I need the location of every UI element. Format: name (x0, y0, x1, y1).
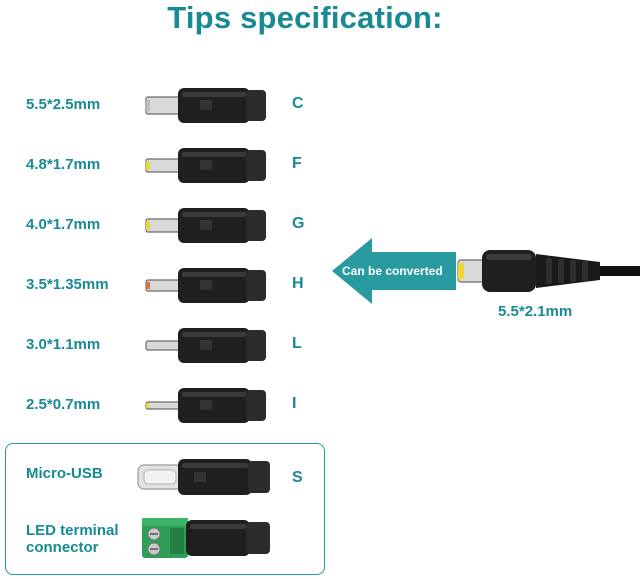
led-terminal-connector-icon (142, 518, 270, 558)
tip-code-label: G (292, 215, 305, 232)
convert-arrow-icon (332, 238, 456, 304)
arrow-caption: Can be converted (342, 264, 443, 278)
led-terminal-label-line1: LED terminal (26, 522, 119, 539)
micro-usb-code-label: S (292, 469, 303, 486)
tip-size-label: 4.8*1.7mm (26, 156, 101, 173)
tip-f-icon (145, 148, 266, 183)
page-title: Tips specification: (167, 0, 443, 35)
tip-row-f: 4.8*1.7mm F (0, 136, 320, 196)
tip-size-label: 4.0*1.7mm (26, 216, 101, 233)
tip-l-icon (145, 328, 266, 363)
tip-row-g: 4.0*1.7mm G (0, 196, 320, 256)
tip-i-icon (145, 388, 266, 423)
extras-box (5, 443, 325, 575)
tip-code-label: C (292, 95, 304, 112)
tip-code-label: F (292, 155, 302, 172)
tip-row-h: 3.5*1.35mm H (0, 256, 320, 316)
tip-code-label: I (292, 395, 297, 412)
led-terminal-label-line2: connector (26, 539, 99, 556)
tip-row-i: 2.5*0.7mm I (0, 376, 320, 436)
tip-row-l: 3.0*1.1mm L (0, 316, 320, 376)
tip-g-icon (145, 208, 266, 243)
tip-size-label: 5.5*2.5mm (26, 96, 101, 113)
tip-h-icon (145, 268, 266, 303)
plug-size-label: 5.5*2.1mm (498, 303, 573, 320)
micro-usb-label: Micro-USB (26, 465, 103, 482)
tip-code-label: H (292, 275, 304, 292)
tip-size-label: 3.5*1.35mm (26, 276, 109, 293)
tip-size-label: 2.5*0.7mm (26, 396, 101, 413)
dc-plug-icon (457, 250, 640, 292)
tip-c-icon (145, 88, 266, 123)
tip-row-c: 5.5*2.5mm C (0, 76, 320, 136)
tip-size-label: 3.0*1.1mm (26, 336, 101, 353)
tip-code-label: L (292, 335, 302, 352)
micro-usb-tip-icon (137, 459, 270, 495)
